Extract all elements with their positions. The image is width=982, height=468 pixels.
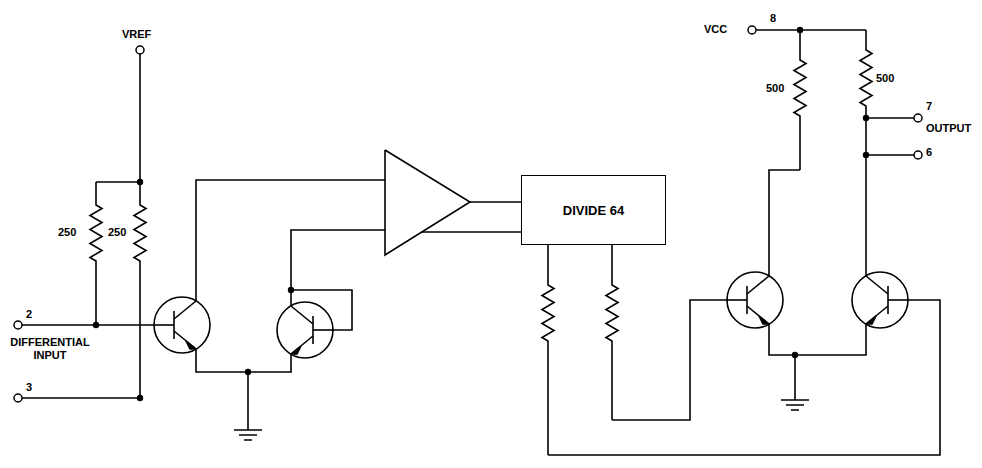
pin-label: 500 (876, 72, 894, 85)
pin-label: 6 (926, 146, 932, 159)
wire (96, 181, 140, 183)
resistor-symbol (542, 245, 554, 455)
pin-label: 500 (766, 82, 784, 95)
junction-dot (245, 369, 251, 375)
pin-label: 3 (26, 381, 32, 394)
junction-dot (792, 352, 798, 358)
junction-dot (797, 27, 803, 33)
pin-label: 2 (26, 308, 32, 321)
divider-box: DIVIDE 64 (521, 175, 666, 245)
wire (291, 230, 385, 306)
junction-dot (863, 152, 869, 158)
wire (291, 290, 352, 330)
pin-label: 250 (58, 226, 76, 239)
junction-dot (288, 287, 294, 293)
terminal (914, 114, 922, 122)
wire (470, 201, 521, 203)
wire (612, 300, 727, 420)
resistor-symbol (794, 30, 806, 170)
wire (139, 54, 141, 182)
junction-dot (863, 115, 869, 121)
resistor-symbol (134, 182, 146, 398)
terminal (14, 321, 22, 329)
wire (756, 29, 866, 31)
pin-label: 7 (926, 100, 932, 113)
wire (865, 118, 867, 276)
transistor-symbol (727, 272, 783, 328)
resistor-symbol (860, 30, 872, 118)
transistor-symbol (154, 297, 210, 353)
wire (196, 349, 291, 372)
ground-symbol (781, 400, 809, 410)
terminal (136, 46, 144, 54)
junction-dot (137, 395, 143, 401)
pin-label: 8 (770, 12, 776, 25)
pin-label: DIFFERENTIAL INPUT (0, 336, 100, 362)
terminal (14, 394, 22, 402)
pin-label: VREF (122, 28, 151, 41)
wire (422, 231, 521, 233)
junction-dot (93, 322, 99, 328)
transistor-symbol (852, 272, 908, 328)
amplifier-symbol (385, 150, 470, 255)
wire (769, 324, 866, 355)
wire (866, 154, 914, 156)
resistor-symbol (606, 245, 618, 420)
schematic-group (22, 30, 940, 455)
pin-label: VCC (704, 23, 727, 36)
junction-dot (137, 179, 143, 185)
wire (22, 397, 140, 399)
wire (794, 355, 796, 400)
wire (769, 170, 800, 276)
wire (247, 372, 249, 430)
terminal (748, 26, 756, 34)
ground-symbol (234, 430, 262, 440)
terminal (914, 151, 922, 159)
wire (22, 324, 154, 326)
pin-label: OUTPUT (926, 122, 971, 135)
transistor-symbol (277, 302, 333, 358)
wire (866, 117, 914, 119)
resistor-symbol (90, 182, 102, 325)
box-label: DIVIDE 64 (563, 203, 624, 218)
pin-label: 250 (108, 226, 126, 239)
